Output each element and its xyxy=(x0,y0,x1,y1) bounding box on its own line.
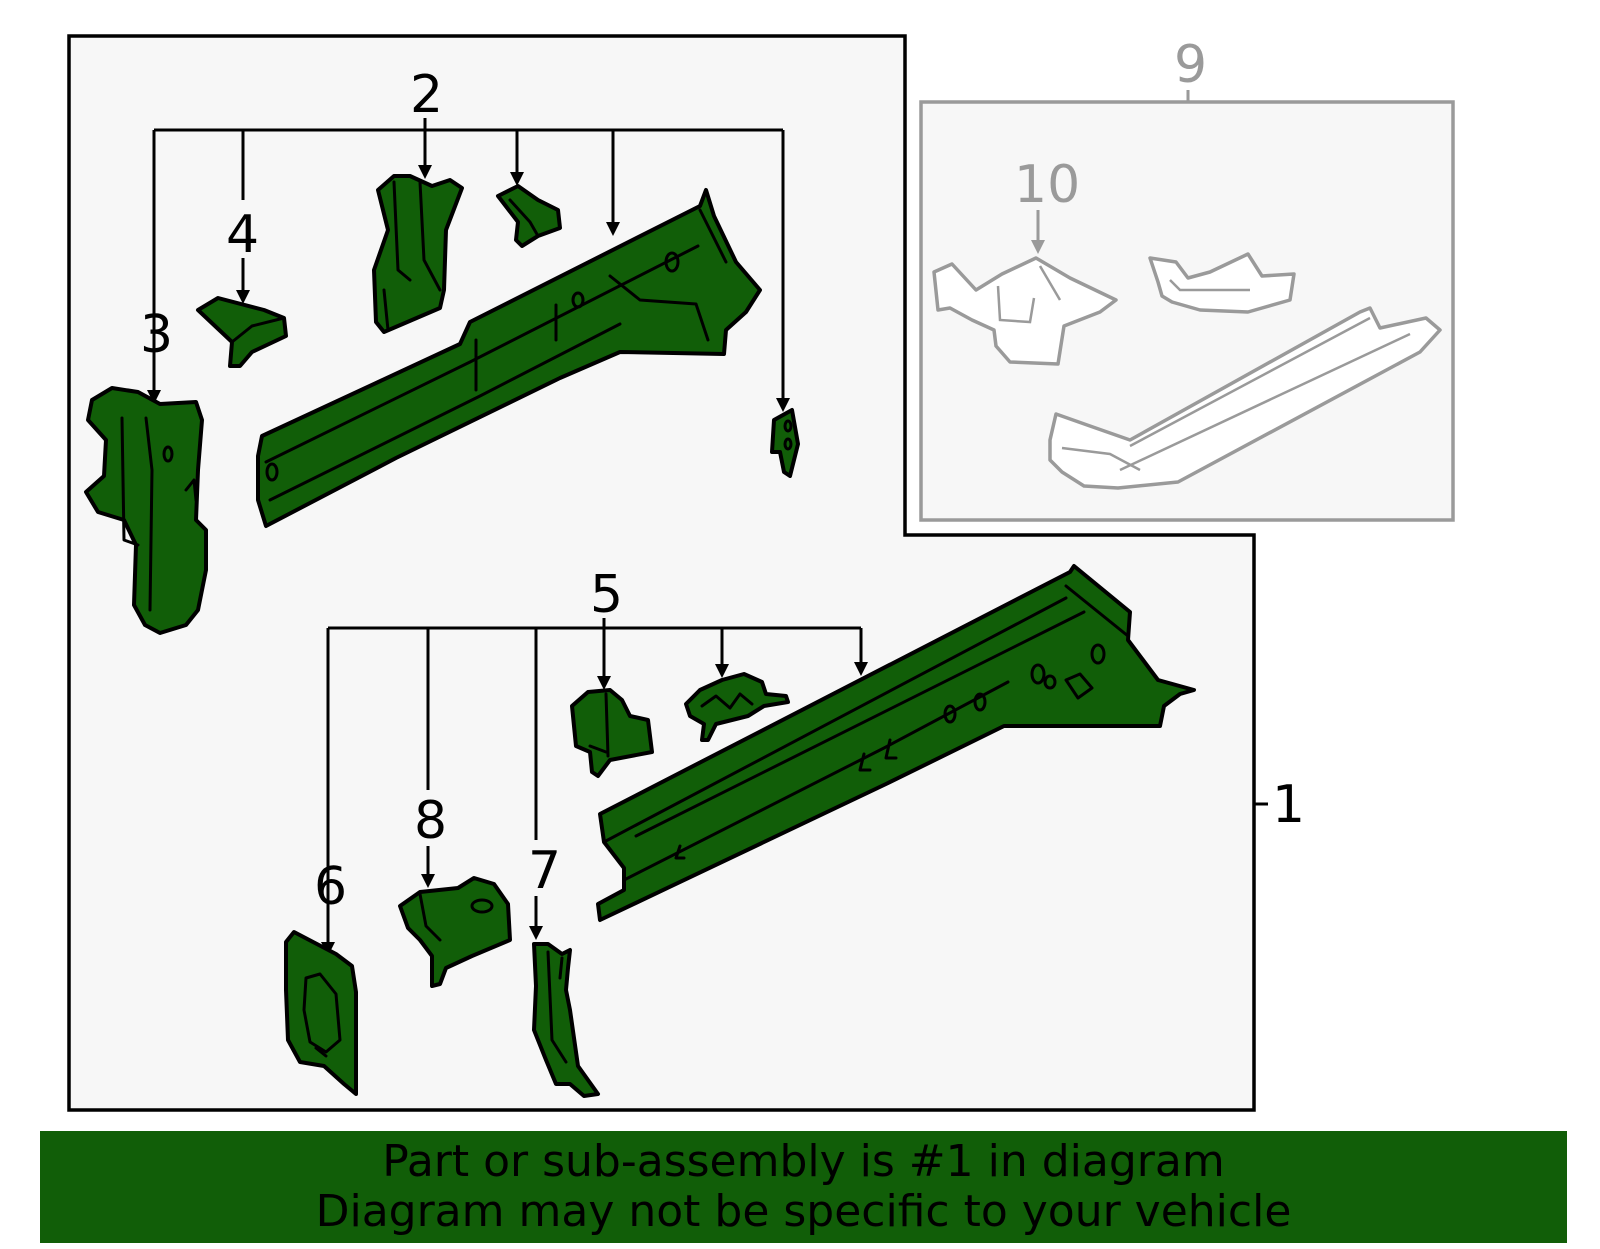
callout-9[interactable]: 9 xyxy=(1174,35,1207,95)
callout-2[interactable]: 2 xyxy=(410,65,443,125)
leader-group-5 xyxy=(326,618,868,940)
part-2-inner-column[interactable] xyxy=(372,174,464,334)
leader-group-2 xyxy=(147,118,790,412)
part-2-end-bracket[interactable] xyxy=(770,408,800,478)
part-9-ghost-bracket[interactable] xyxy=(1148,252,1296,314)
info-banner: Part or sub-assembly is #1 in diagram Di… xyxy=(40,1131,1567,1243)
callout-10[interactable]: 10 xyxy=(1014,155,1080,215)
part-9-ghost-rail[interactable] xyxy=(1048,306,1442,490)
part-10-ghost[interactable] xyxy=(932,256,1118,366)
part-6-panel[interactable] xyxy=(284,930,358,1096)
part-8-bracket[interactable] xyxy=(398,876,512,988)
callout-5[interactable]: 5 xyxy=(590,565,623,625)
callout-7[interactable]: 7 xyxy=(528,841,561,901)
part-5-box-bracket[interactable] xyxy=(570,688,654,778)
callout-1[interactable]: 1 xyxy=(1272,775,1305,835)
part-2-upper-rail[interactable] xyxy=(256,188,762,528)
part-2-small-bracket[interactable] xyxy=(496,184,562,248)
banner-line-1: Part or sub-assembly is #1 in diagram xyxy=(382,1136,1225,1187)
part-4-bracket[interactable] xyxy=(196,296,288,368)
assembly-frame xyxy=(67,34,1256,1112)
callout-6[interactable]: 6 xyxy=(314,857,347,917)
part-1-lower-rail[interactable] xyxy=(596,564,1196,922)
banner-line-2: Diagram may not be specific to your vehi… xyxy=(315,1186,1292,1237)
callout-4[interactable]: 4 xyxy=(226,205,259,265)
callout-8[interactable]: 8 xyxy=(414,791,447,851)
part-7-pillar[interactable] xyxy=(532,942,600,1098)
part-3-pillar-reinforcement[interactable] xyxy=(84,386,208,635)
callout-3[interactable]: 3 xyxy=(140,305,173,365)
part-5-clip-bracket[interactable] xyxy=(684,672,790,742)
